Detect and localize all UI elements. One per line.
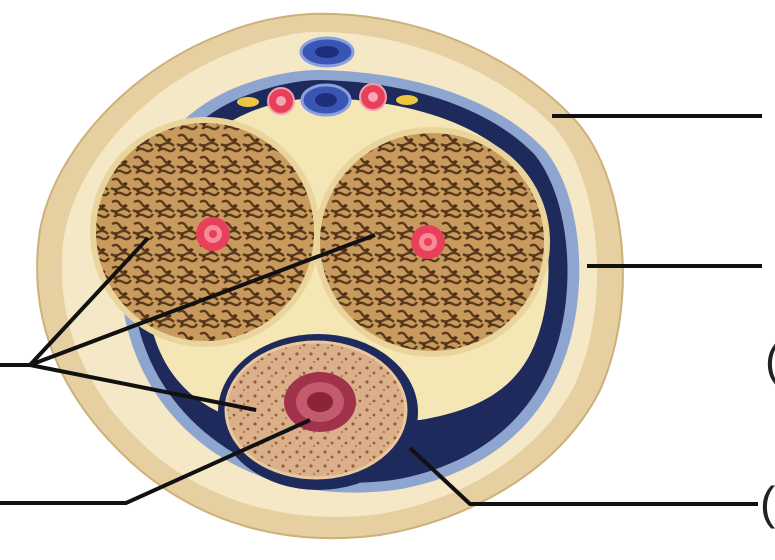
cropped-label-middle: ( <box>765 334 775 386</box>
leader-line-urethra <box>0 418 311 505</box>
dorsal-nerve-left <box>237 97 259 107</box>
leader-line-tunica <box>408 446 758 506</box>
dorsal-nerve-right <box>396 95 418 105</box>
cropped-label-bottom: ( <box>760 477 775 529</box>
leader-lines-erectile-tissue <box>0 233 376 412</box>
